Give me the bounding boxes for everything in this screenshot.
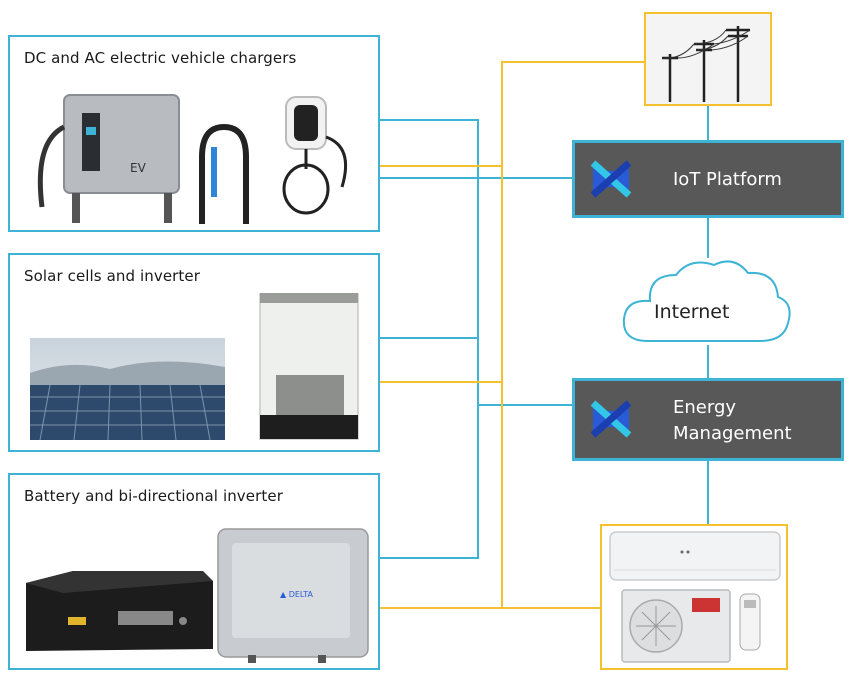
air-conditioner-icon bbox=[609, 531, 781, 663]
svg-text:EV: EV bbox=[130, 161, 147, 175]
device-box-battery: Battery and bi-directional inverter ▲ DE… bbox=[8, 473, 380, 670]
power-line-grid bbox=[501, 61, 644, 608]
power-lines-image-box bbox=[644, 12, 772, 106]
iot-platform-node: IoT Platform bbox=[572, 140, 844, 218]
energy-management-label-line2: Management bbox=[673, 423, 792, 444]
power-lines-icon bbox=[646, 14, 770, 104]
ev-chargers-image: EV bbox=[37, 94, 348, 224]
device-title: DC and AC electric vehicle chargers bbox=[24, 49, 297, 67]
air-conditioner-image-box bbox=[600, 524, 788, 670]
device-title: Solar cells and inverter bbox=[24, 267, 200, 285]
ribbon-logo-icon bbox=[590, 160, 632, 198]
device-box-solar: Solar cells and inverter bbox=[8, 253, 380, 452]
energy-management-node: Energy Management bbox=[572, 378, 844, 461]
data-line-solar-energy bbox=[477, 338, 572, 406]
device-box-ev-chargers: DC and AC electric vehicle chargers EV bbox=[8, 35, 380, 232]
data-line-battery bbox=[380, 175, 479, 559]
data-line-ev bbox=[380, 119, 479, 175]
battery-and-inverter-image: ▲ DELTA bbox=[26, 528, 369, 663]
iot-platform-label: IoT Platform bbox=[673, 169, 782, 190]
svg-text:▲ DELTA: ▲ DELTA bbox=[280, 590, 314, 599]
solar-panels-and-inverter-image bbox=[30, 293, 359, 441]
ribbon-logo-icon bbox=[590, 400, 632, 438]
internet-label: Internet bbox=[654, 301, 730, 323]
energy-management-label-line1: Energy bbox=[673, 397, 737, 418]
device-title: Battery and bi-directional inverter bbox=[24, 487, 283, 505]
internet-cloud-icon bbox=[622, 260, 791, 342]
